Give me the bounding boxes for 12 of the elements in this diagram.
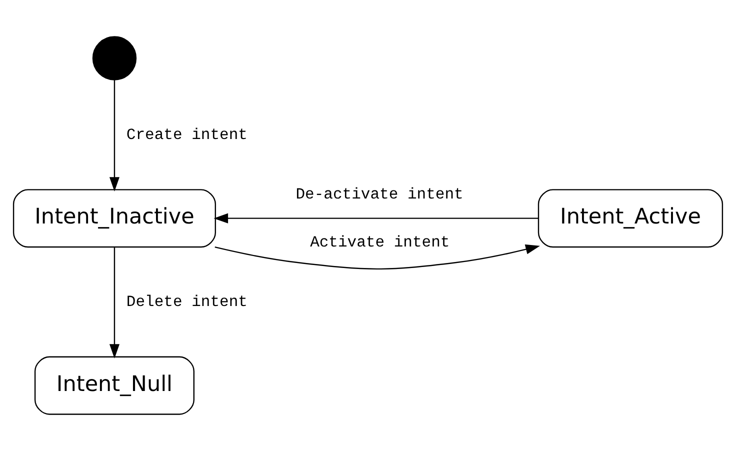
edge-label: Create intent xyxy=(126,125,248,144)
node-box: Intent_Active xyxy=(538,188,724,248)
arrow xyxy=(214,244,540,270)
edge-label: De-activate intent xyxy=(296,185,464,204)
node-box: Intent_Inactive xyxy=(12,188,216,248)
arrow xyxy=(214,212,538,223)
edge-label: Delete intent xyxy=(126,292,248,311)
node-box: Intent_Null xyxy=(34,356,194,414)
edge-label: Activate intent xyxy=(310,232,450,251)
arrow xyxy=(109,246,120,358)
arrow xyxy=(109,80,120,191)
node-circle xyxy=(92,36,137,80)
